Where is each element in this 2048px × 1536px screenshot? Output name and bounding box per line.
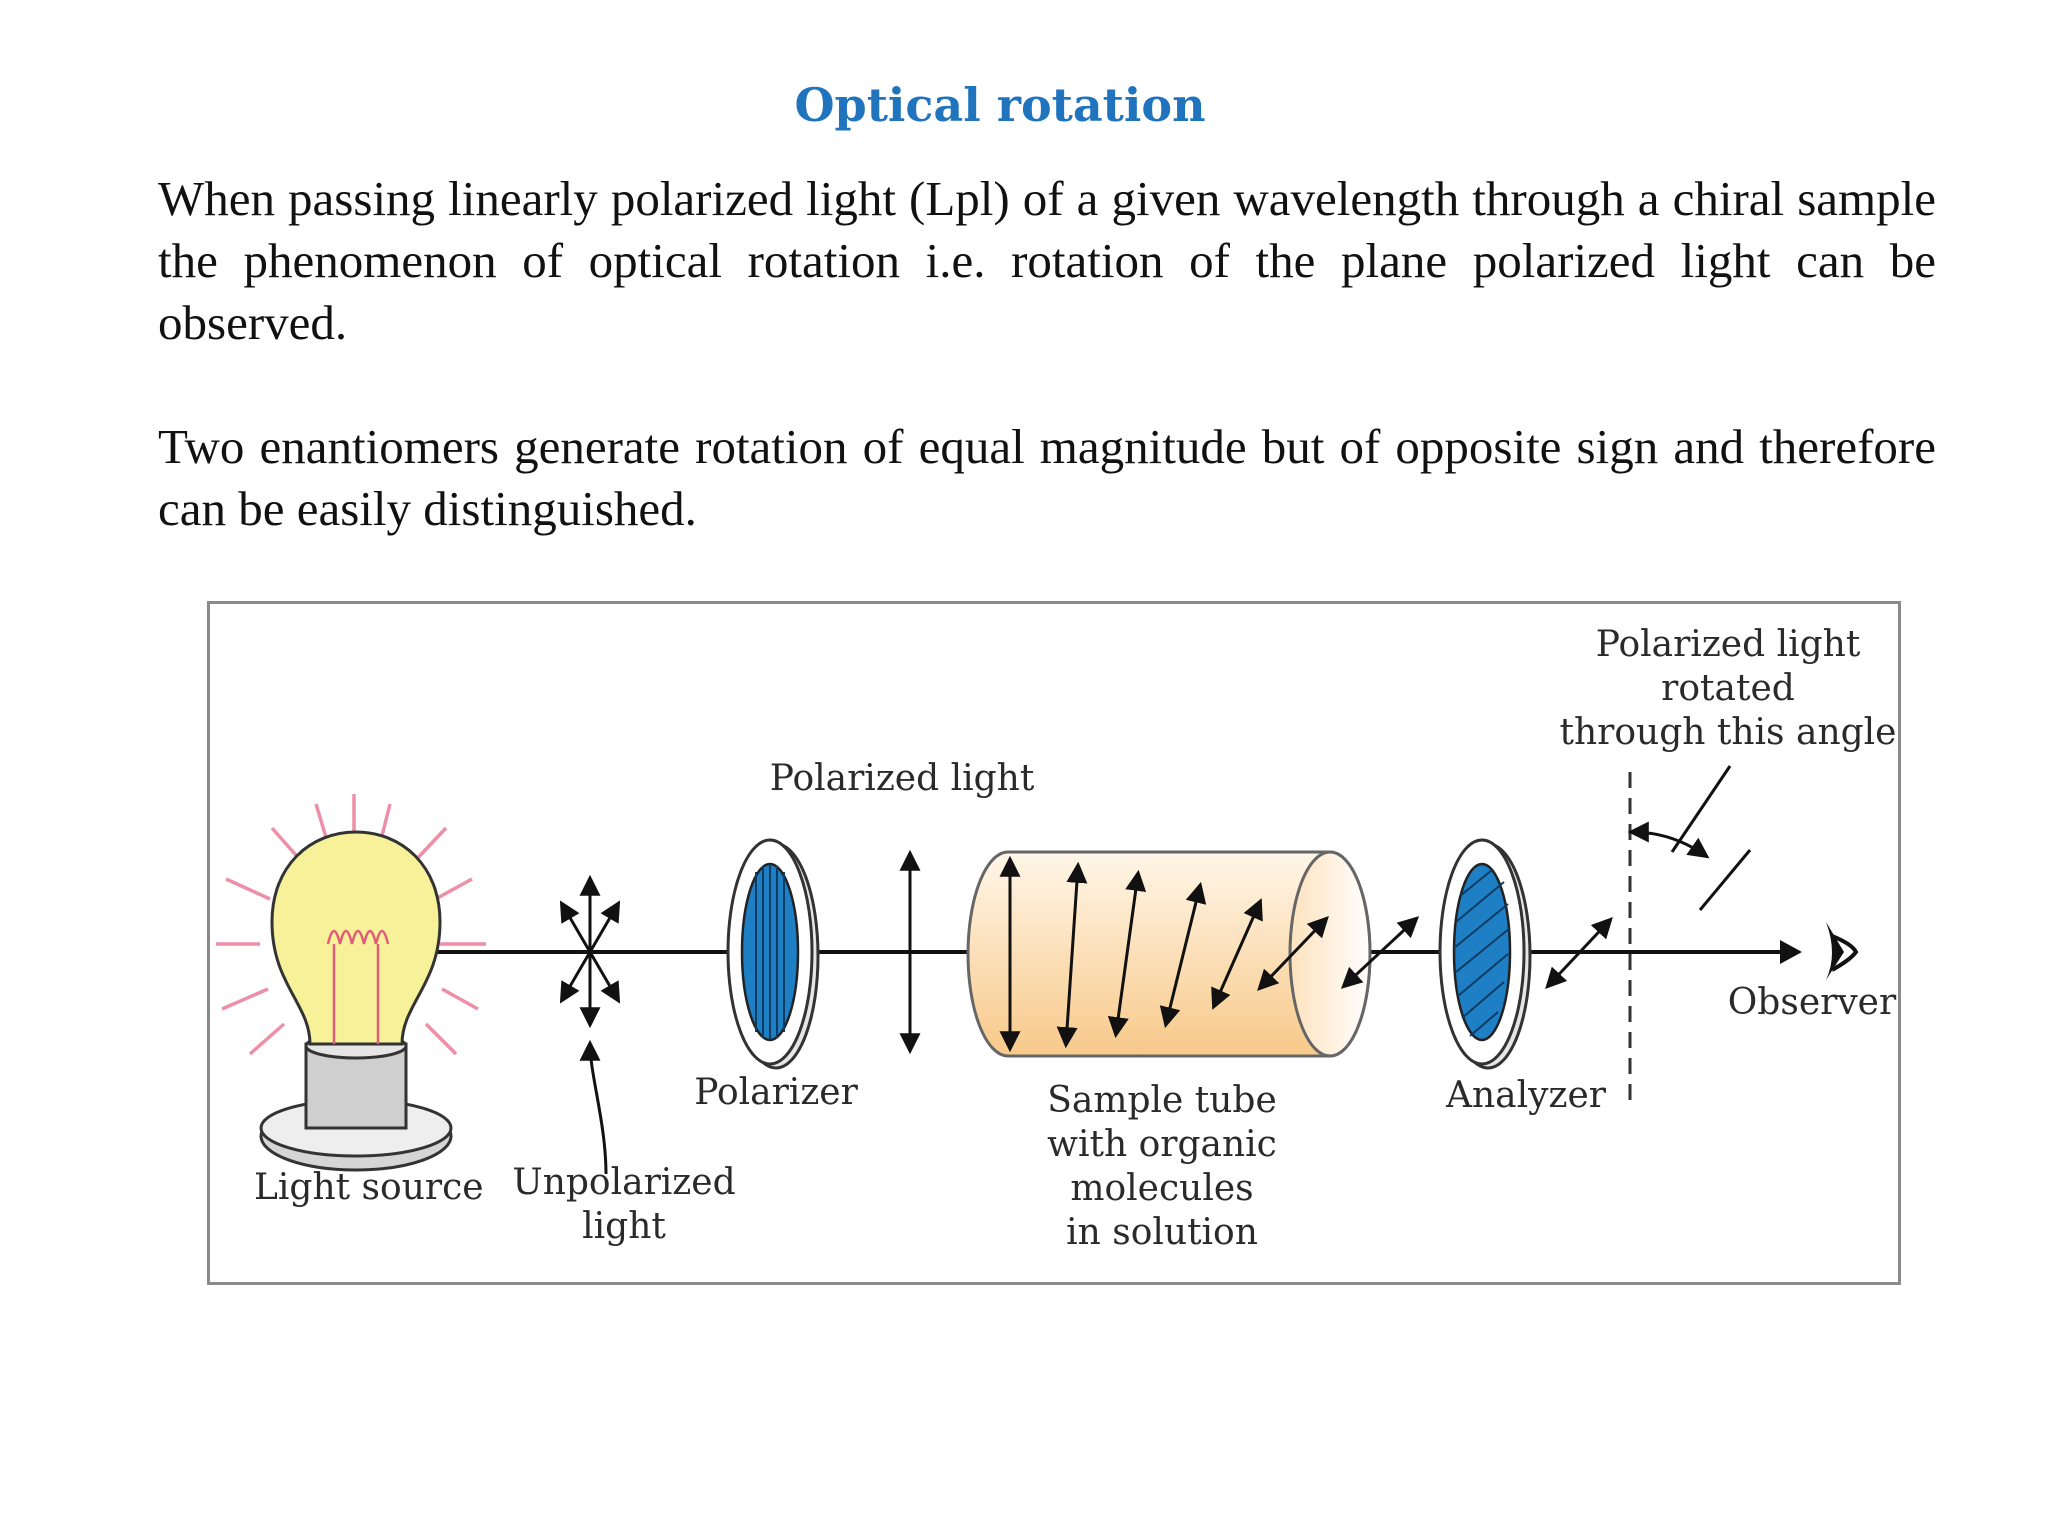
label-sample-line4: in solution — [1066, 1212, 1258, 1253]
paragraph-intro: When passing linearly polarized light (L… — [158, 171, 1936, 350]
optical-rotation-diagram: Light source Unpolarized light Polarizer… — [207, 601, 1901, 1285]
label-sample-line3: molecules — [1070, 1168, 1253, 1209]
exit-vector — [1340, 916, 1420, 989]
rotated-axis-line-lower — [1698, 849, 1752, 911]
sample-tube-icon — [966, 850, 1372, 1058]
label-unpolarized-line2: light — [582, 1206, 666, 1247]
label-observer: Observer — [1728, 982, 1897, 1023]
light-rays — [216, 794, 486, 1056]
observed-vector — [1545, 916, 1613, 990]
label-analyzer: Analyzer — [1445, 1075, 1607, 1116]
observer-eye-icon — [1826, 922, 1844, 980]
label-unpolarized-line1: Unpolarized — [512, 1162, 735, 1203]
label-rotated-line1: Polarized light — [1596, 624, 1861, 665]
label-rotated-line3: through this angle — [1560, 712, 1897, 753]
polarizer-filter-icon — [726, 838, 820, 1070]
label-polarized-light: Polarized light — [770, 758, 1035, 799]
label-light-source: Light source — [254, 1167, 484, 1208]
unpolarized-pointer — [579, 1039, 608, 1175]
rotating-vectors — [999, 855, 1329, 1053]
label-polarizer: Polarizer — [694, 1072, 858, 1113]
page-title: Optical rotation — [794, 78, 1206, 132]
unpolarized-arrows — [559, 874, 621, 1029]
paragraph-enantiomers: Two enantiomers generate rotation of equ… — [158, 419, 1936, 536]
label-sample-line1: Sample tube — [1047, 1080, 1277, 1121]
rotation-angle-arc — [1627, 821, 1710, 859]
analyzer-filter-icon — [1438, 838, 1532, 1070]
beam-arrowhead — [1780, 940, 1802, 964]
label-sample-line2: with organic — [1047, 1124, 1277, 1165]
label-rotated-line2: rotated — [1661, 668, 1795, 709]
diagram-canvas: Light source Unpolarized light Polarizer… — [216, 624, 1897, 1253]
observer-eye-outline — [1831, 934, 1859, 972]
rotated-axis-line — [1670, 765, 1732, 853]
light-bulb-icon — [259, 830, 453, 1172]
